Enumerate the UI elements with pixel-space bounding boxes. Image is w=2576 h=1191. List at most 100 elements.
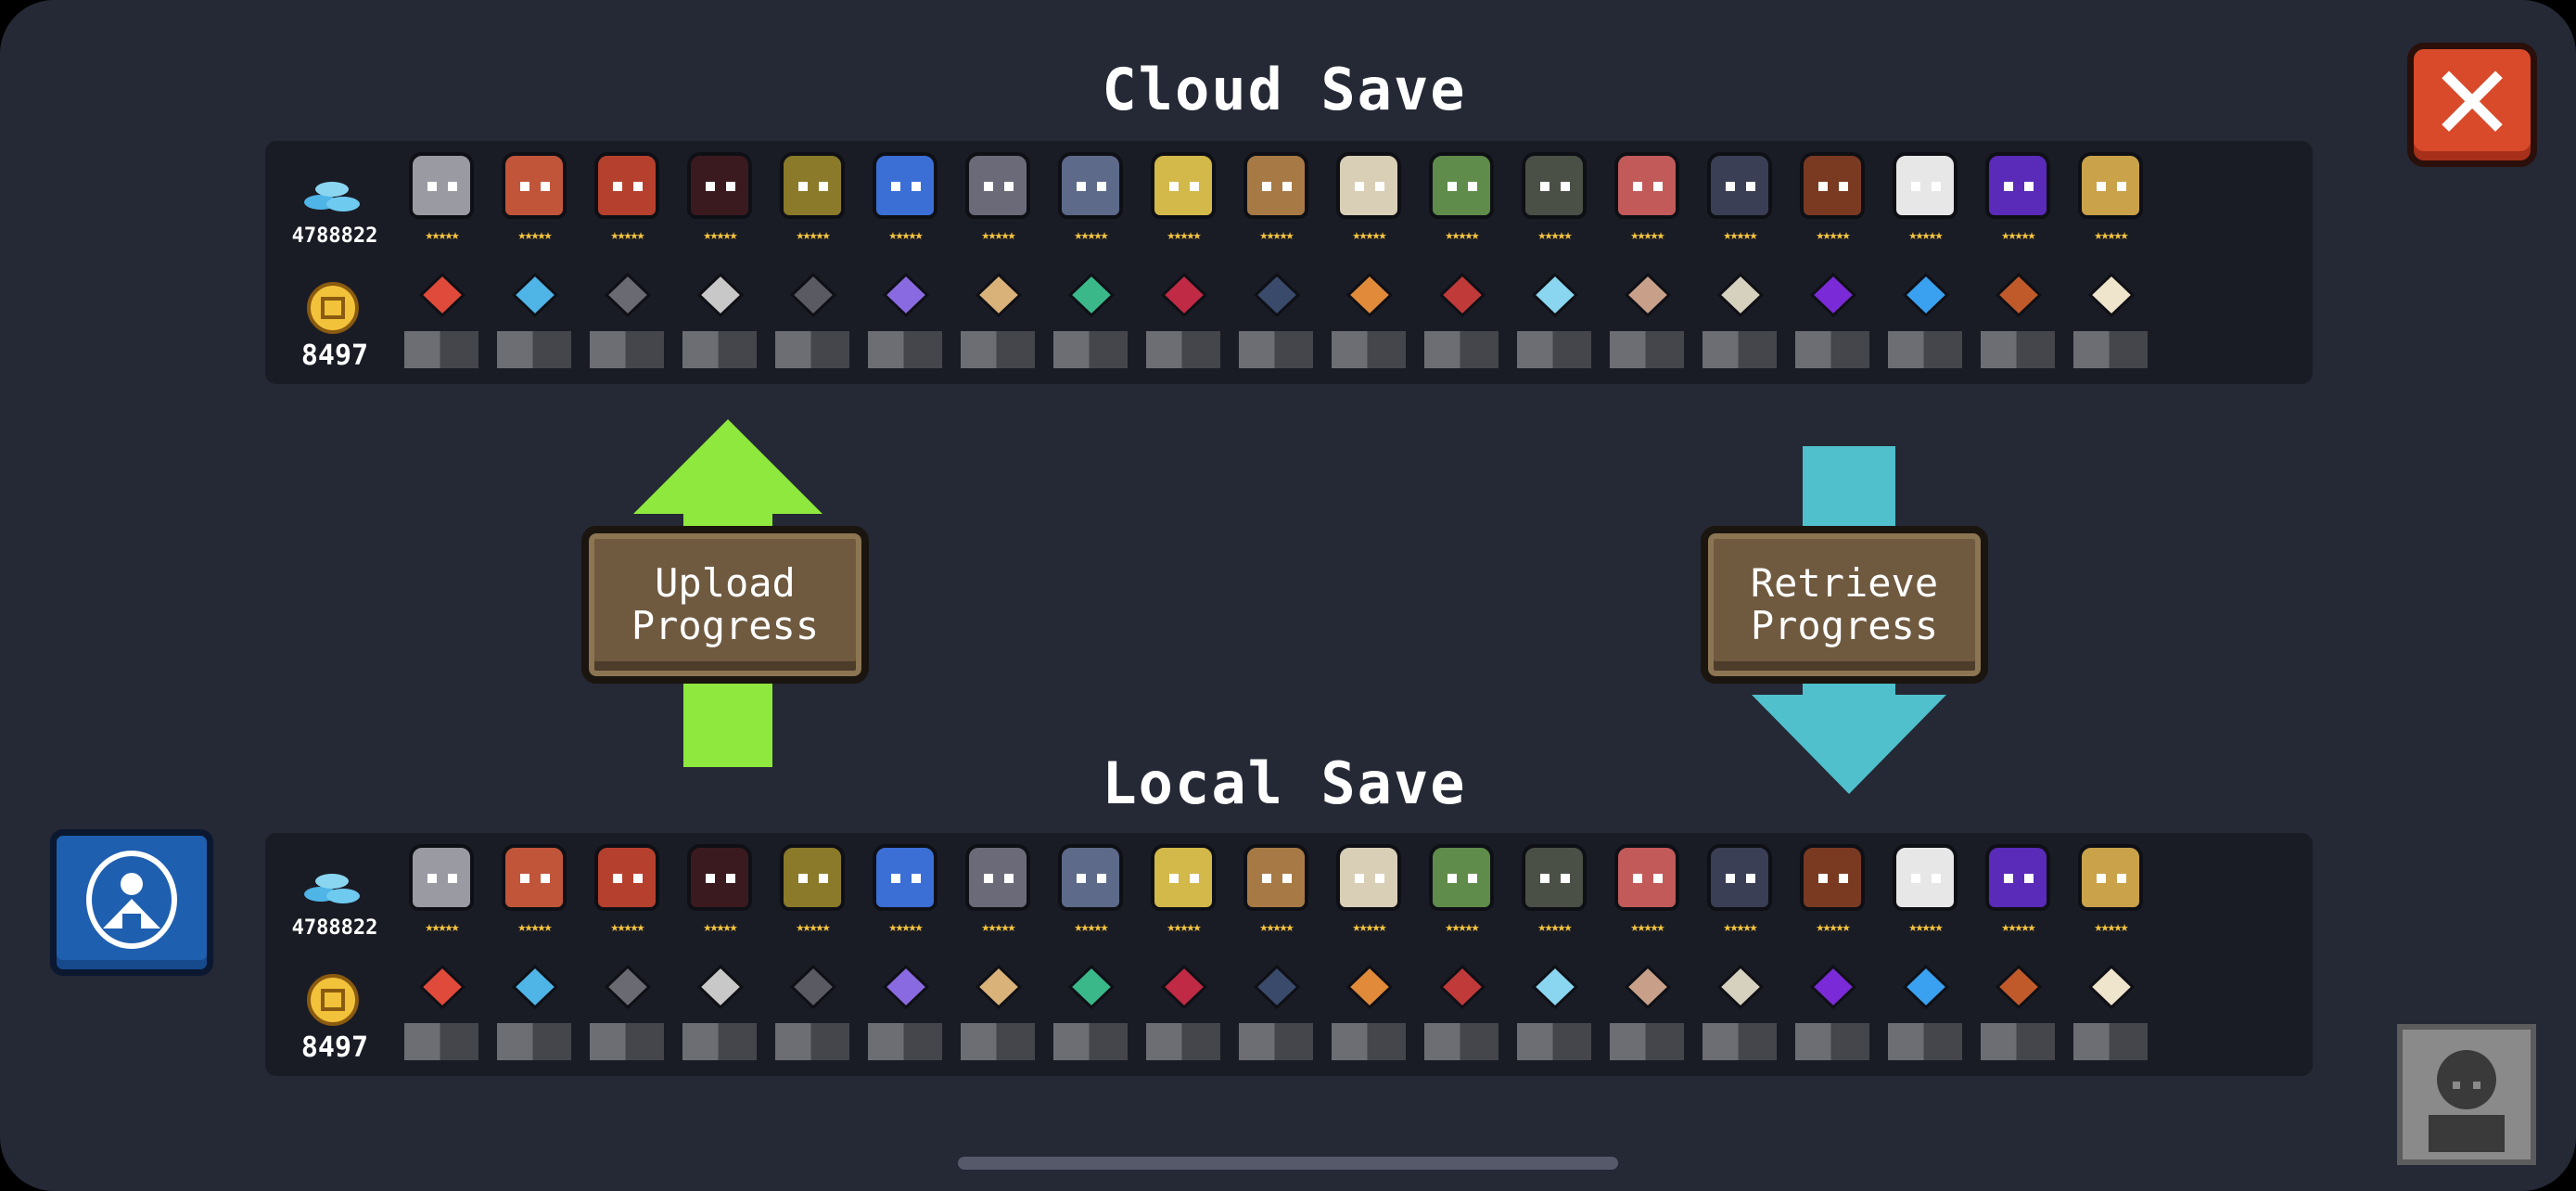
knight-hero-icon bbox=[409, 844, 474, 911]
item-slot bbox=[1322, 262, 1413, 382]
hero-slot: ★★★★★ bbox=[1693, 141, 1784, 262]
hero-slot: ★★★★★ bbox=[1322, 833, 1413, 954]
local-save-title: Local Save bbox=[1102, 749, 1467, 817]
coin-icon bbox=[307, 282, 359, 334]
hidden-quantity bbox=[1424, 1023, 1498, 1060]
hero-stars: ★★★★★ bbox=[1723, 918, 1757, 935]
demon-hero-icon bbox=[1707, 844, 1772, 911]
hero-stars: ★★★★★ bbox=[1908, 226, 1943, 243]
hidden-quantity bbox=[590, 331, 664, 368]
hero-slot: ★★★★★ bbox=[1600, 833, 1691, 954]
sack-item-icon bbox=[2087, 273, 2136, 317]
item-slot bbox=[859, 262, 950, 382]
hidden-quantity bbox=[868, 331, 942, 368]
engineer-hero-icon bbox=[2078, 152, 2143, 219]
gem-stack-icon bbox=[304, 182, 360, 211]
alchemist-hero-icon bbox=[780, 152, 845, 219]
sack-item-icon bbox=[2087, 965, 2136, 1009]
upload-progress-button[interactable]: Upload Progress bbox=[581, 526, 869, 684]
hero-stars: ★★★★★ bbox=[1816, 226, 1850, 243]
cloud-gem-count: 4788822 bbox=[291, 224, 378, 248]
account-button[interactable] bbox=[50, 829, 213, 976]
hidden-quantity bbox=[1981, 1023, 2055, 1060]
wood-plank-item-icon bbox=[975, 965, 1023, 1009]
close-button[interactable]: ✕ bbox=[2407, 43, 2537, 167]
hidden-quantity bbox=[1517, 1023, 1591, 1060]
bread-item-icon bbox=[1345, 273, 1394, 317]
machine-item-icon bbox=[696, 965, 745, 1009]
hidden-quantity bbox=[1517, 331, 1591, 368]
hidden-quantity bbox=[1610, 1023, 1684, 1060]
ice-crystal-item-icon bbox=[1531, 965, 1579, 1009]
hero-slot: ★★★★★ bbox=[1044, 141, 1135, 262]
device-item-icon bbox=[1438, 965, 1486, 1009]
hero-slot: ★★★★★ bbox=[488, 141, 579, 262]
item-slot bbox=[673, 262, 764, 382]
hidden-quantity bbox=[497, 1023, 571, 1060]
werewolf-hero-icon bbox=[1243, 844, 1308, 911]
wizard-hero-icon bbox=[1985, 844, 2050, 911]
hero-stars: ★★★★★ bbox=[703, 226, 737, 243]
necromancer-hero-icon bbox=[1522, 844, 1587, 911]
item-slot bbox=[1971, 262, 2062, 382]
item-slot bbox=[580, 954, 671, 1074]
hidden-quantity bbox=[1053, 1023, 1128, 1060]
hero-slot: ★★★★★ bbox=[580, 833, 671, 954]
hero-slot: ★★★★★ bbox=[673, 833, 764, 954]
vampire-hero-icon bbox=[965, 844, 1030, 911]
item-slot bbox=[1508, 262, 1599, 382]
item-slot bbox=[1600, 262, 1691, 382]
ice-crystal-item-icon bbox=[1531, 273, 1579, 317]
hero-slot: ★★★★★ bbox=[1415, 141, 1506, 262]
necromancer-hero-icon bbox=[1522, 152, 1587, 219]
hidden-quantity bbox=[1795, 1023, 1869, 1060]
hero-stars: ★★★★★ bbox=[610, 918, 644, 935]
hero-stars: ★★★★★ bbox=[1816, 918, 1850, 935]
item-slot bbox=[2064, 262, 2155, 382]
cloud-hero-row: 4788822 ★★★★★★★★★★★★★★★★★★★★★★★★★★★★★★★★… bbox=[265, 141, 2313, 262]
berserker-hero-icon bbox=[1614, 844, 1679, 911]
hidden-quantity bbox=[1702, 1023, 1777, 1060]
scroll-item-icon bbox=[1716, 273, 1765, 317]
hero-slot: ★★★★★ bbox=[1508, 833, 1599, 954]
hero-slot: ★★★★★ bbox=[1137, 141, 1228, 262]
hero-slot: ★★★★★ bbox=[580, 141, 671, 262]
item-slot bbox=[1879, 262, 1970, 382]
item-slot bbox=[1415, 262, 1506, 382]
hero-stars: ★★★★★ bbox=[796, 918, 830, 935]
hero-stars: ★★★★★ bbox=[517, 918, 552, 935]
red-crystal-item-icon bbox=[1160, 273, 1208, 317]
local-gem-count: 4788822 bbox=[291, 916, 378, 940]
hero-slot: ★★★★★ bbox=[766, 141, 857, 262]
item-slot bbox=[1137, 954, 1228, 1074]
purple-crystal-item-icon bbox=[882, 965, 930, 1009]
officer-hero-icon bbox=[1800, 152, 1865, 219]
vampire-hero-icon bbox=[965, 152, 1030, 219]
hero-stars: ★★★★★ bbox=[1445, 918, 1479, 935]
taoist-hero-icon bbox=[1893, 844, 1958, 911]
item-slot bbox=[1044, 954, 1135, 1074]
violet-crystal-item-icon bbox=[1809, 273, 1857, 317]
item-slot bbox=[1600, 954, 1691, 1074]
item-slot bbox=[488, 954, 579, 1074]
profile-button[interactable] bbox=[2397, 1024, 2536, 1165]
hidden-quantity bbox=[1239, 1023, 1313, 1060]
rogue-hero-icon bbox=[502, 152, 567, 219]
hero-slot: ★★★★★ bbox=[859, 833, 950, 954]
robot-hero-icon bbox=[873, 152, 937, 219]
local-gem-counter: 4788822 bbox=[274, 833, 395, 954]
taoist-hero-icon bbox=[1893, 152, 1958, 219]
hero-slot: ★★★★★ bbox=[1137, 833, 1228, 954]
book-item-icon bbox=[1995, 965, 2043, 1009]
hidden-quantity bbox=[775, 1023, 849, 1060]
assassin-hero-icon bbox=[687, 152, 752, 219]
cloud-coin-counter: 8497 bbox=[274, 262, 395, 382]
hero-slot: ★★★★★ bbox=[2064, 141, 2155, 262]
item-slot bbox=[1415, 954, 1506, 1074]
home-indicator[interactable] bbox=[958, 1157, 1618, 1170]
retrieve-progress-button[interactable]: Retrieve Progress bbox=[1701, 526, 1988, 684]
feather-orb-item-icon bbox=[1253, 273, 1301, 317]
violet-crystal-item-icon bbox=[1809, 965, 1857, 1009]
local-item-row: 8497 bbox=[265, 954, 2313, 1074]
